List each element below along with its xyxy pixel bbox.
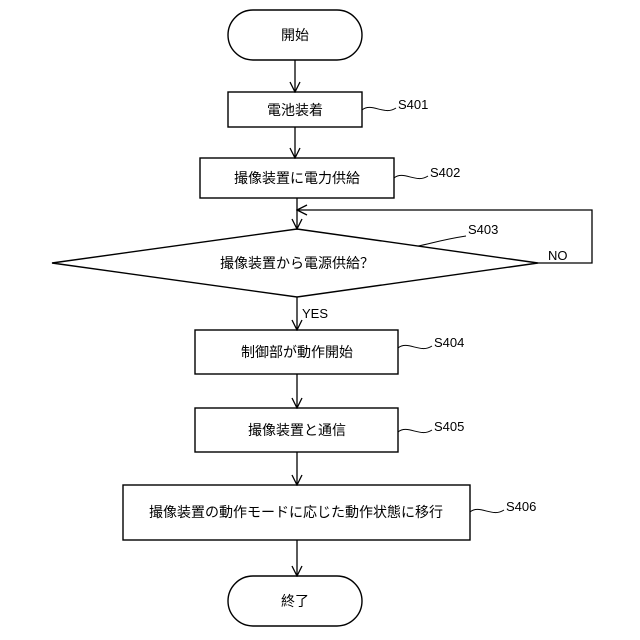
leader-s403	[418, 236, 466, 246]
start-label: 開始	[281, 28, 309, 44]
label-s403: S403	[468, 222, 498, 237]
decision-s403-text: 撮像装置から電源供給？	[220, 255, 374, 272]
step-s405-box: 撮像装置と通信	[195, 408, 398, 452]
step-s406-text: 撮像装置の動作モードに応じた動作状態に移行	[149, 504, 443, 521]
leader-s402	[394, 175, 428, 178]
branch-no-label: NO	[548, 248, 568, 263]
leader-s406	[470, 509, 504, 512]
end-label: 終了	[281, 594, 309, 610]
step-s406-box: 撮像装置の動作モードに応じた動作状態に移行	[123, 485, 470, 540]
step-s402-box: 撮像装置に電力供給	[200, 158, 394, 198]
leader-s404	[398, 345, 432, 348]
label-s404: S404	[434, 335, 464, 350]
label-s401: S401	[398, 97, 428, 112]
step-s404-text: 制御部が動作開始	[241, 345, 353, 361]
label-s405: S405	[434, 419, 464, 434]
leader-s401	[362, 107, 396, 110]
leader-s405	[398, 429, 432, 432]
step-s401-box: 電池装着	[228, 92, 362, 127]
step-s402-text: 撮像装置に電力供給	[234, 170, 360, 187]
step-s404-box: 制御部が動作開始	[195, 330, 398, 374]
end-terminal: 終了	[228, 576, 362, 626]
label-s402: S402	[430, 165, 460, 180]
step-s401-text: 電池装着	[267, 103, 323, 119]
step-s405-text: 撮像装置と通信	[248, 422, 346, 439]
start-terminal: 開始	[228, 10, 362, 60]
branch-yes-label: YES	[302, 306, 328, 321]
decision-s403: 撮像装置から電源供給？	[52, 229, 538, 297]
label-s406: S406	[506, 499, 536, 514]
